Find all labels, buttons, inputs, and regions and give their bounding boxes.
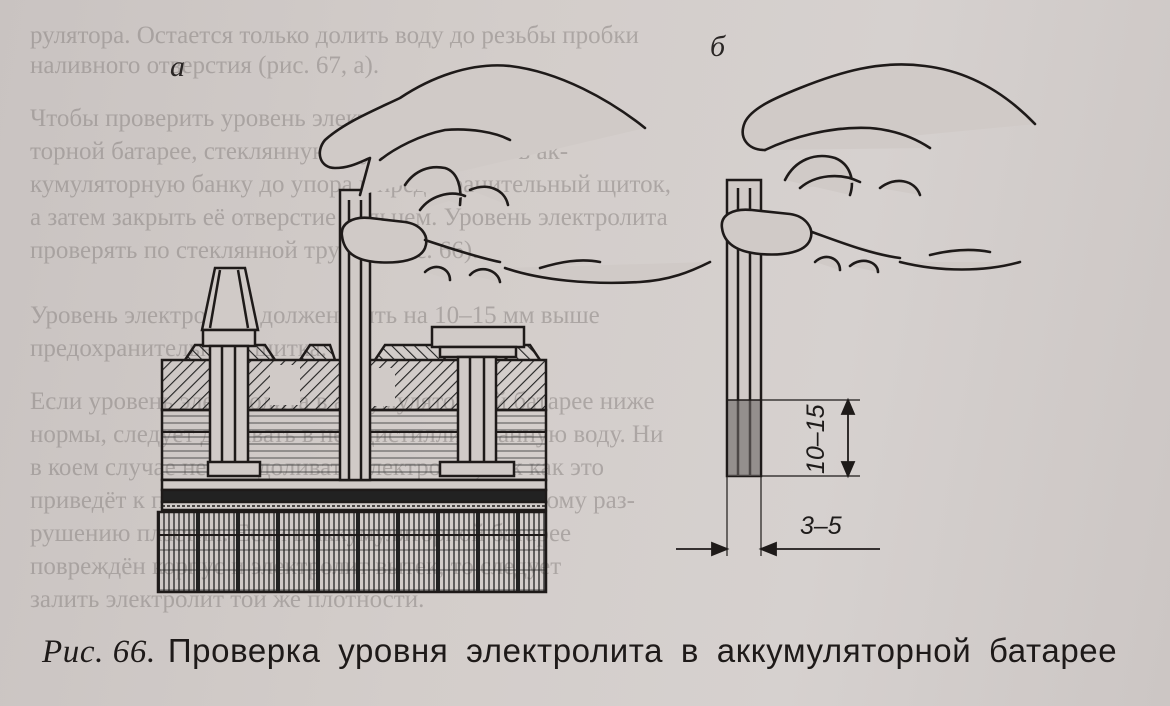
dimension-label-width: 3–5 [800,512,842,540]
bleed-line: наливного отверстия (рис. 67, а). [30,52,380,79]
bleed-line: рулятора. Остается только долить воду до… [30,22,639,49]
dimension-label-height: 10–15 [802,404,830,474]
figure-number: Рис. 66. [42,634,156,670]
bleed-line: предохранительного щитка. [30,335,327,362]
dimension-markers [676,397,880,557]
battery-cross-section [156,188,548,594]
hand-holding-tube-b [720,63,1037,274]
bleed-line: Уровень электролита должен быть на 10–15… [30,302,600,329]
figure-title: Проверка уровня электролита в аккумулято… [167,632,1118,669]
panel-label-a: а [170,50,185,83]
figure-caption: Рис. 66. Проверка уровня электролита в ак… [42,632,1152,671]
panel-label-b: б [710,30,726,63]
hand-holding-tube [318,64,712,285]
